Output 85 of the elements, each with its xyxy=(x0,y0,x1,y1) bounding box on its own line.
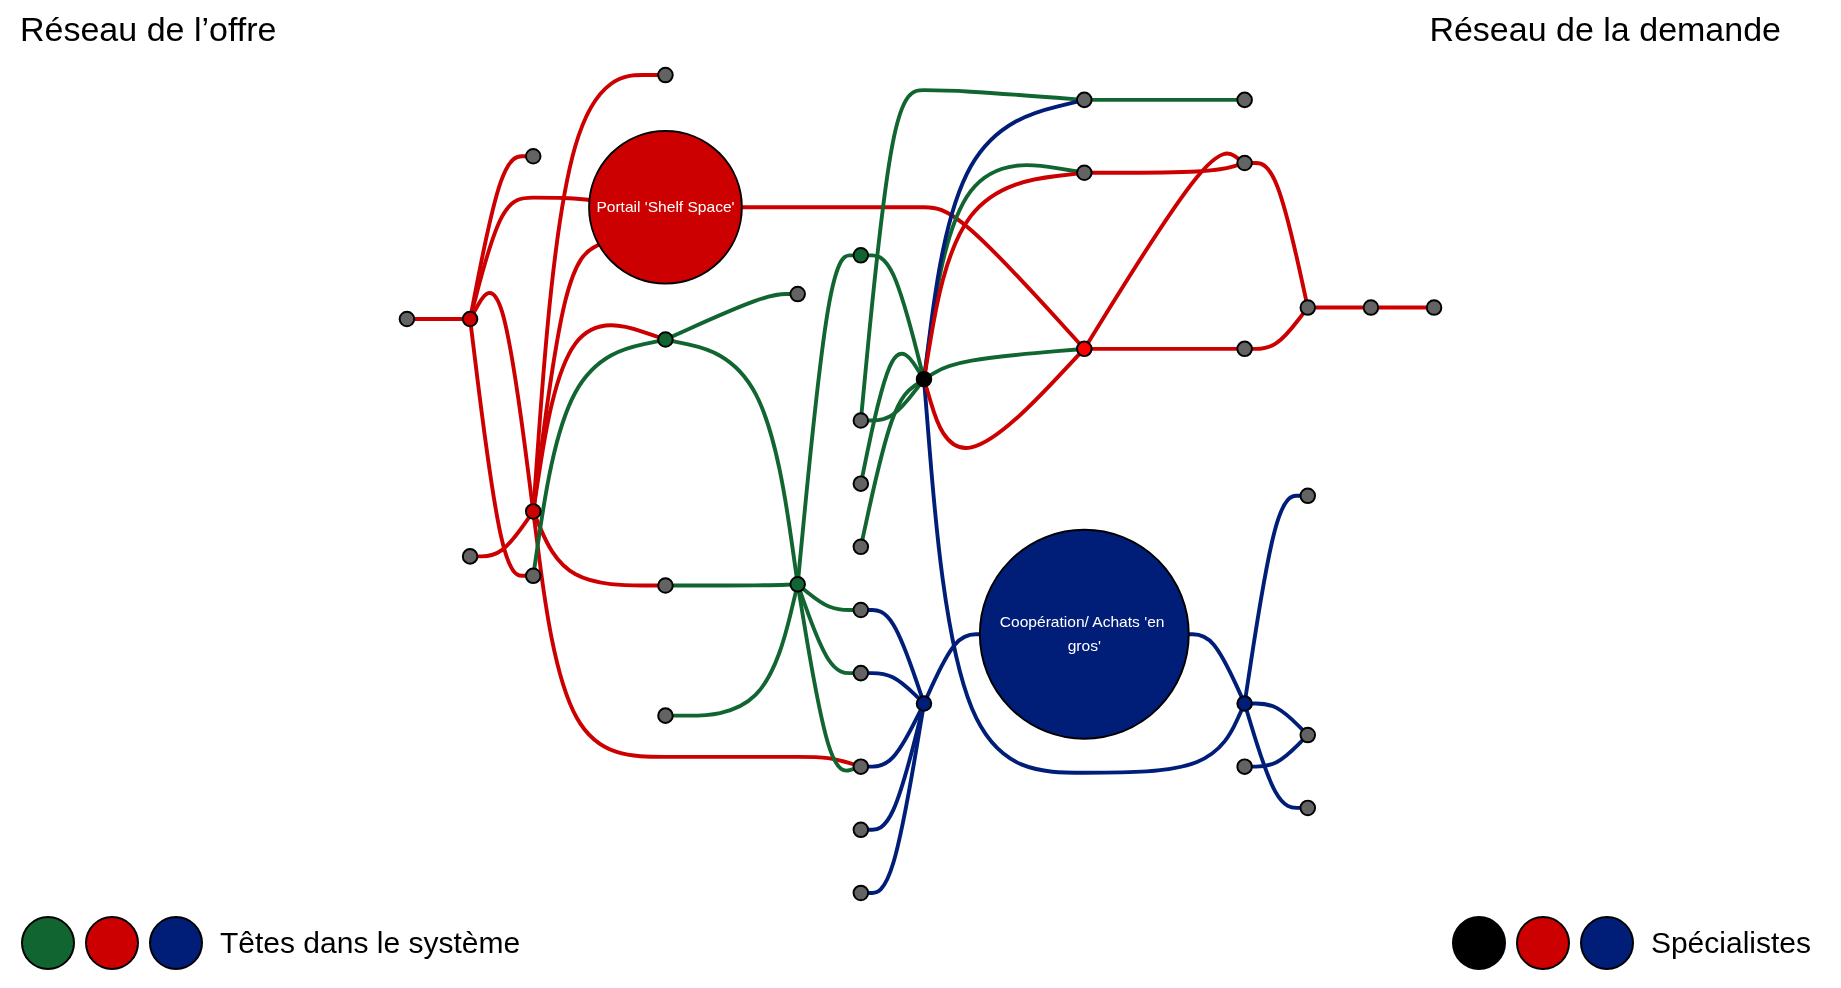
connector xyxy=(802,587,854,612)
node-circle xyxy=(657,66,674,84)
connector xyxy=(923,99,1078,373)
connector xyxy=(1188,632,1244,698)
connector xyxy=(1091,163,1239,175)
node-circle xyxy=(852,758,870,775)
connector xyxy=(1251,701,1304,732)
node-circle xyxy=(852,884,870,902)
connector xyxy=(1315,305,1364,310)
node-circle xyxy=(461,548,479,565)
connector xyxy=(1378,305,1427,310)
connector xyxy=(532,518,855,767)
node-circle xyxy=(398,310,416,328)
node-circle xyxy=(1299,487,1317,505)
node-circle xyxy=(461,310,479,328)
node-circle xyxy=(1076,340,1093,358)
connector xyxy=(414,317,463,321)
connector xyxy=(531,73,659,505)
connector xyxy=(672,582,791,588)
connector xyxy=(924,352,1081,450)
node-circle xyxy=(524,503,542,520)
connector xyxy=(796,253,854,578)
network-heading: Réseau de la demande xyxy=(1429,10,1781,50)
legend-label: Spécialistes xyxy=(1650,926,1811,960)
connector xyxy=(796,591,855,773)
node-circle xyxy=(852,475,870,492)
node-circle xyxy=(1425,299,1443,316)
node-circle xyxy=(1236,154,1253,172)
connector xyxy=(868,253,925,373)
connector xyxy=(922,386,1244,775)
node-circle xyxy=(789,285,806,303)
node-circle xyxy=(915,370,933,388)
node-circle xyxy=(1076,91,1093,109)
connector xyxy=(1091,346,1238,351)
node-circle xyxy=(1236,91,1253,109)
connector xyxy=(741,205,1081,345)
node-circle xyxy=(852,664,870,682)
connector xyxy=(477,516,531,559)
network-heading: Réseau de l’offre xyxy=(20,10,277,50)
node-circle xyxy=(1236,695,1253,712)
node-circle xyxy=(657,331,674,348)
connector xyxy=(868,383,922,423)
connector xyxy=(1251,161,1309,301)
legend-label: Têtes dans le système xyxy=(220,926,521,960)
node-circle xyxy=(1362,299,1380,316)
node-circle xyxy=(852,412,870,429)
node-circle xyxy=(852,821,870,839)
connector xyxy=(534,517,659,588)
connector xyxy=(469,326,526,578)
connector xyxy=(671,292,791,339)
node-circle xyxy=(524,148,542,165)
node-circle xyxy=(915,695,933,712)
connector xyxy=(1086,151,1240,344)
node-circle xyxy=(657,577,674,594)
connector xyxy=(868,709,923,769)
node-circle xyxy=(1299,799,1317,817)
connector xyxy=(929,347,1078,378)
connector xyxy=(925,632,980,698)
node-circle xyxy=(1236,758,1253,775)
node-circle: Coopération/ Achats 'en gros' xyxy=(978,528,1190,740)
connector xyxy=(868,608,924,698)
node-circle xyxy=(852,247,870,264)
node-circle xyxy=(1299,726,1317,744)
node-circle xyxy=(852,538,870,556)
connector xyxy=(1251,738,1304,769)
node-circle xyxy=(1076,164,1093,181)
node-circle: Portail 'Shelf Space' xyxy=(588,129,743,285)
connector xyxy=(798,590,854,676)
connector xyxy=(1244,709,1301,810)
node-circle xyxy=(852,601,870,619)
connector xyxy=(860,381,920,541)
connector xyxy=(868,671,921,700)
connector xyxy=(1251,312,1305,351)
node-circle xyxy=(789,576,806,593)
node-circle xyxy=(657,707,674,724)
connector xyxy=(472,291,535,505)
connector xyxy=(672,590,798,718)
node-circle xyxy=(1236,340,1253,358)
connector xyxy=(532,339,659,569)
connector xyxy=(859,88,1078,414)
node-circle xyxy=(1299,299,1317,316)
connector xyxy=(860,352,922,477)
node-circle xyxy=(524,567,542,585)
connector xyxy=(1091,97,1238,102)
connector xyxy=(672,339,799,578)
